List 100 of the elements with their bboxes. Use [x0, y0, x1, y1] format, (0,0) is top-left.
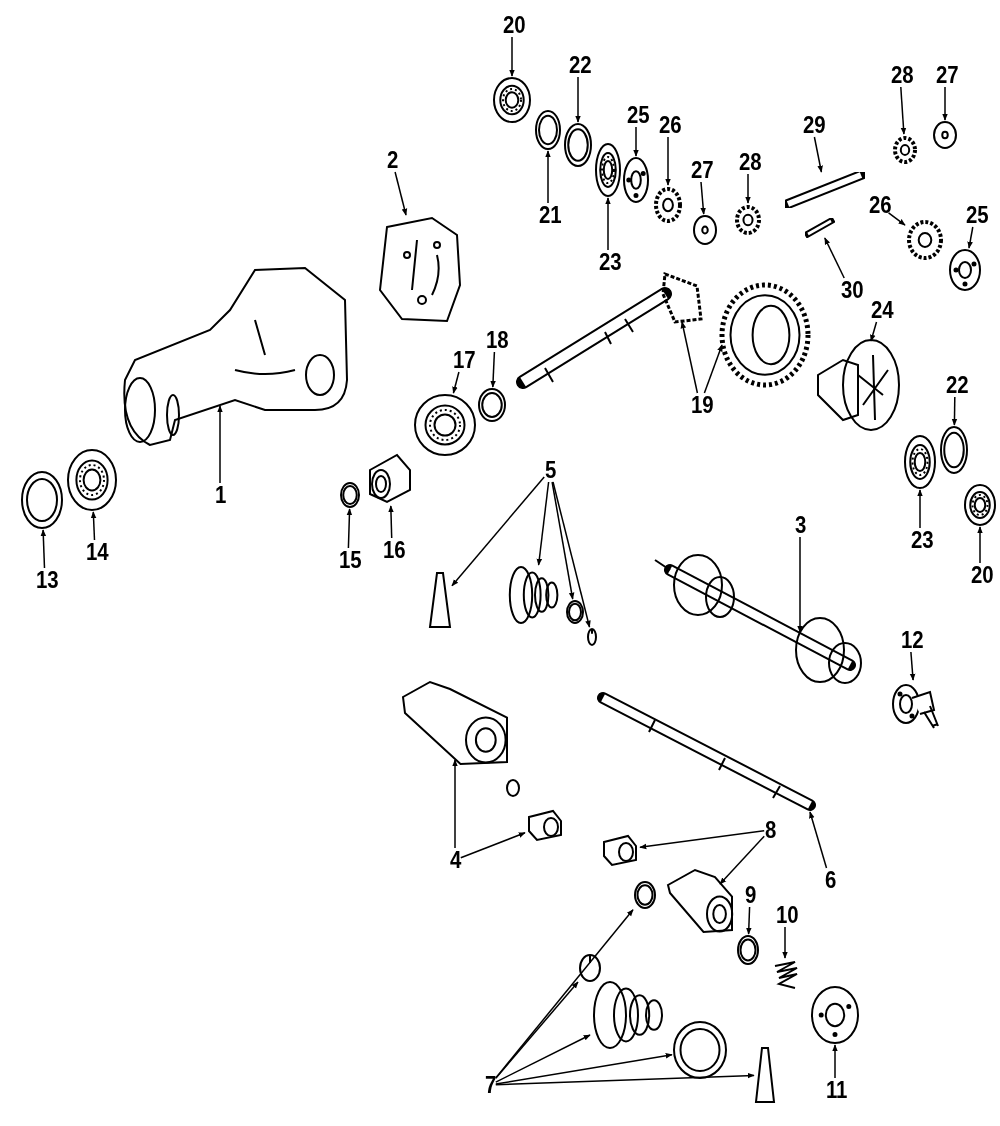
leader-line	[509, 36, 515, 77]
callout-number: 25	[965, 203, 989, 227]
bearing-drawing	[413, 393, 477, 457]
callout-number: 8	[765, 818, 777, 842]
bearing-drawing	[903, 434, 937, 490]
leader-line	[605, 197, 611, 251]
leader-line	[40, 529, 47, 569]
snap-ring-drawing	[633, 880, 657, 910]
leader-line	[900, 86, 907, 135]
callout-number: 14	[85, 540, 109, 564]
callout-number: 26	[868, 193, 892, 217]
pin-drawing	[785, 172, 865, 208]
ring-gear-drawing	[717, 280, 813, 390]
leader-line	[452, 759, 458, 849]
seal-drawing	[477, 387, 507, 423]
flange-drawing	[948, 248, 982, 292]
callout-number: 22	[945, 373, 969, 397]
callout-number: 12	[900, 628, 924, 652]
callout-number: 1	[215, 483, 227, 507]
callout-number: 23	[598, 250, 622, 274]
leader-line	[490, 351, 496, 388]
bearing-drawing	[594, 142, 622, 198]
leader-line	[942, 86, 948, 121]
cover-drawing	[377, 215, 463, 325]
callout-number: 23	[910, 528, 934, 552]
callout-number: 30	[840, 278, 864, 302]
callout-number: 28	[890, 63, 914, 87]
leader-line	[639, 830, 765, 850]
leader-line	[700, 181, 706, 215]
callout-number: 26	[658, 113, 682, 137]
leader-line	[917, 489, 923, 529]
leader-line	[536, 481, 550, 566]
callout-number: 27	[935, 63, 959, 87]
flange-drawing	[622, 156, 650, 204]
seal-drawing	[20, 470, 64, 530]
callout-number: 5	[545, 458, 557, 482]
leader-line	[394, 171, 408, 216]
callout-number: 29	[802, 113, 826, 137]
leader-line	[887, 212, 906, 226]
spider-drawing	[600, 832, 640, 868]
washer-drawing	[692, 214, 718, 246]
pin-drawing	[805, 218, 835, 238]
callout-number: 27	[690, 158, 714, 182]
ring-drawing	[736, 934, 760, 966]
leader-line	[824, 237, 845, 279]
callout-number: 20	[970, 563, 994, 587]
leader-line	[680, 321, 699, 394]
grease-tube-drawing	[754, 1045, 776, 1105]
callout-number: 4	[450, 848, 462, 872]
callout-number: 15	[338, 548, 362, 572]
leader-line	[495, 1052, 673, 1085]
callout-number: 19	[690, 393, 714, 417]
band-drawing	[565, 599, 585, 625]
ring-drawing	[339, 481, 361, 509]
shim-ring-drawing	[563, 122, 593, 168]
leader-line	[745, 173, 751, 204]
washer-drawing	[932, 120, 958, 150]
leader-line	[552, 481, 591, 628]
leader-line	[797, 536, 803, 633]
spider-drawing	[525, 807, 565, 843]
leader-line	[665, 136, 671, 186]
callout-number: 17	[452, 348, 476, 372]
leader-line	[495, 1072, 755, 1086]
leader-line	[951, 396, 958, 426]
leader-line	[633, 126, 639, 157]
leader-line	[388, 505, 394, 539]
leader-line	[460, 832, 526, 859]
callout-number: 16	[382, 538, 406, 562]
leader-line	[977, 526, 983, 564]
callout-number: 20	[502, 13, 526, 37]
callout-number: 22	[568, 53, 592, 77]
callout-number: 18	[485, 328, 509, 352]
gear-drawing	[652, 185, 684, 225]
callout-number: 6	[825, 868, 837, 892]
callout-number: 24	[870, 298, 894, 322]
callout-number: 3	[795, 513, 807, 537]
callout-number: 2	[387, 148, 399, 172]
flange-drawing	[810, 985, 860, 1045]
leader-line	[782, 926, 788, 959]
leader-line	[809, 811, 828, 869]
leader-line	[495, 981, 579, 1079]
leader-line	[719, 835, 765, 885]
callout-number: 21	[538, 203, 562, 227]
bearing-drawing	[963, 483, 997, 527]
leader-line	[90, 511, 97, 541]
callout-number: 11	[826, 1078, 848, 1102]
leader-line	[451, 476, 545, 587]
leader-line	[967, 226, 974, 249]
leader-line	[746, 906, 752, 935]
shim-ring-drawing	[939, 425, 969, 475]
clip-drawing	[586, 627, 598, 647]
callout-number: 13	[35, 568, 59, 592]
shim-ring-drawing	[534, 109, 562, 151]
gear-drawing	[891, 134, 919, 166]
grease-tube-drawing	[428, 570, 452, 630]
leader-line	[545, 150, 551, 204]
callout-number: 10	[775, 903, 799, 927]
leader-line	[346, 508, 353, 549]
bearing-drawing	[492, 76, 532, 124]
callout-number: 28	[738, 150, 762, 174]
